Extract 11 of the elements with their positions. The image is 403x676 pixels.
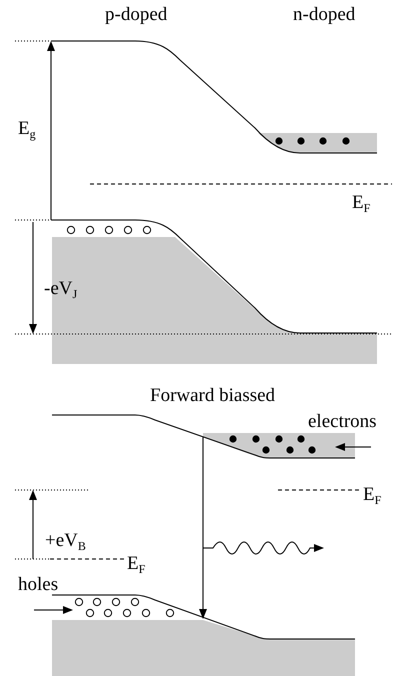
carrier-label: electrons xyxy=(308,411,377,433)
fermi-level-label: E$_{F}$ xyxy=(363,484,382,506)
region-label: p-doped xyxy=(105,4,168,26)
panel-heading: Forward biassed xyxy=(150,385,276,407)
fermi-level-label: E$_{F}$ xyxy=(352,192,370,214)
region-label: n-doped xyxy=(293,4,356,26)
energy-label: +eV$_{B}$ xyxy=(45,530,86,552)
carrier-label: holes xyxy=(18,574,58,596)
energy-label: -eV$_{J}$ xyxy=(44,278,78,300)
fermi-level-label: E$_{F}$ xyxy=(127,553,146,575)
energy-label: E$_{g}$ xyxy=(18,118,36,140)
